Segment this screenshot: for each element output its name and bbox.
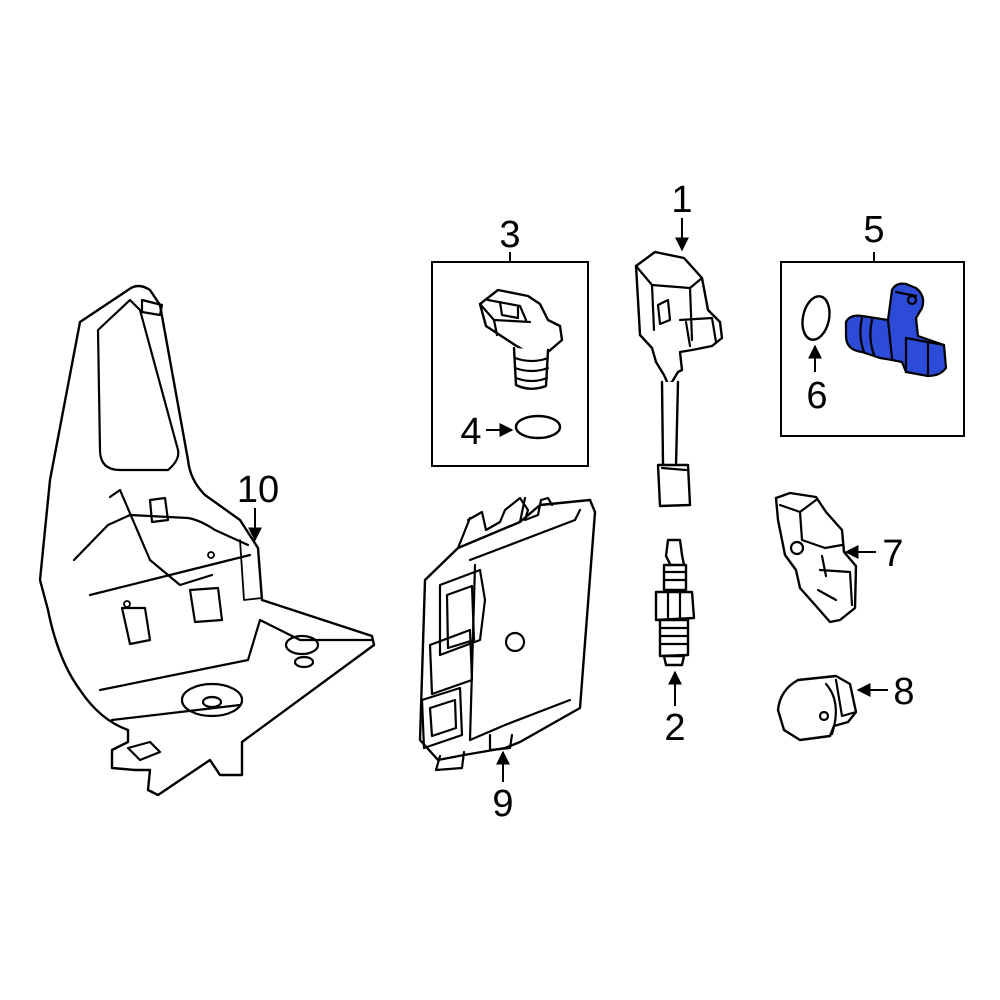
ecm-bracket-part[interactable] [38, 284, 376, 797]
callout-labels: 1 2 3 4 5 6 7 8 9 10 [237, 179, 915, 825]
callout-10: 10 [237, 469, 279, 511]
knock-sensor-part-8[interactable] [776, 674, 858, 742]
engine-control-module-part[interactable] [418, 496, 597, 772]
ignition-coil-part[interactable] [634, 250, 724, 508]
callout-9: 9 [492, 783, 513, 825]
callout-7: 7 [882, 533, 903, 575]
o-ring-part-6[interactable] [799, 294, 834, 342]
callout-1: 1 [671, 179, 692, 221]
callout-3: 3 [499, 214, 520, 256]
callout-5: 5 [863, 209, 884, 251]
o-ring-part-4[interactable] [514, 414, 562, 440]
callout-6: 6 [806, 375, 827, 417]
camshaft-sensor-part-5-highlighted[interactable] [844, 282, 948, 378]
part-5-kit-box [780, 261, 965, 437]
callout-8: 8 [893, 671, 914, 713]
leader-lines [248, 218, 888, 782]
callout-2: 2 [664, 707, 685, 749]
camshaft-sensor-part-3[interactable] [478, 288, 564, 390]
crankshaft-sensor-part-7[interactable] [774, 491, 858, 624]
callout-4: 4 [460, 411, 481, 453]
spark-plug-part[interactable] [654, 538, 696, 667]
